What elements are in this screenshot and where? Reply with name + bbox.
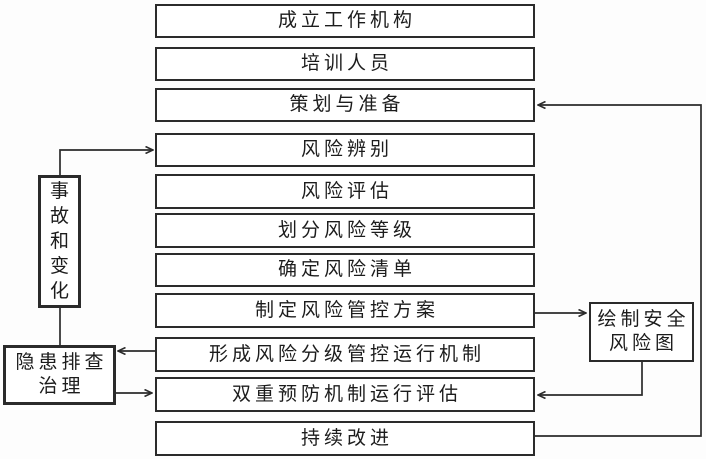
flow-step-continuous-improvement: 持续改进 <box>155 421 535 456</box>
flow-step-planning-preparation: 策划与准备 <box>155 88 535 122</box>
safety-risk-map-label-line2: 风险图 <box>608 333 678 354</box>
flow-step-dual-prevention-evaluation: 双重预防机制运行评估 <box>155 377 535 412</box>
connector-safety-risk-map-to-dual-prevention-evaluation <box>538 362 643 395</box>
flow-step-risk-identification: 风险辨别 <box>155 133 535 167</box>
flow-step-graded-control-mechanism: 形成风险分级管控运行机制 <box>155 337 535 372</box>
flow-step-establish-working-body: 成立工作机构 <box>155 4 535 38</box>
box-safety-risk-map: 绘制安全 风险图 <box>589 302 694 362</box>
accident-and-change-label: 事故和变化 <box>49 181 69 302</box>
flow-step-train-personnel: 培训人员 <box>155 47 535 81</box>
connector-continuous-improvement-to-planning-preparation <box>535 105 702 437</box>
box-hidden-hazard-investigation: 隐患排查 治理 <box>3 345 116 405</box>
flow-step-risk-assessment: 风险评估 <box>155 174 535 209</box>
flow-step-risk-inventory: 确定风险清单 <box>155 253 535 287</box>
hazard-investigation-label-line2: 治理 <box>38 376 85 397</box>
flow-step-risk-control-plan: 制定风险管控方案 <box>155 293 535 328</box>
hazard-investigation-label-line1: 隐患排查 <box>15 352 108 373</box>
connector-accident-to-risk-identification <box>59 150 153 175</box>
box-accident-and-change: 事故和变化 <box>38 175 81 308</box>
flow-step-risk-grading: 划分风险等级 <box>155 213 535 248</box>
safety-risk-map-label-line1: 绘制安全 <box>597 309 690 330</box>
